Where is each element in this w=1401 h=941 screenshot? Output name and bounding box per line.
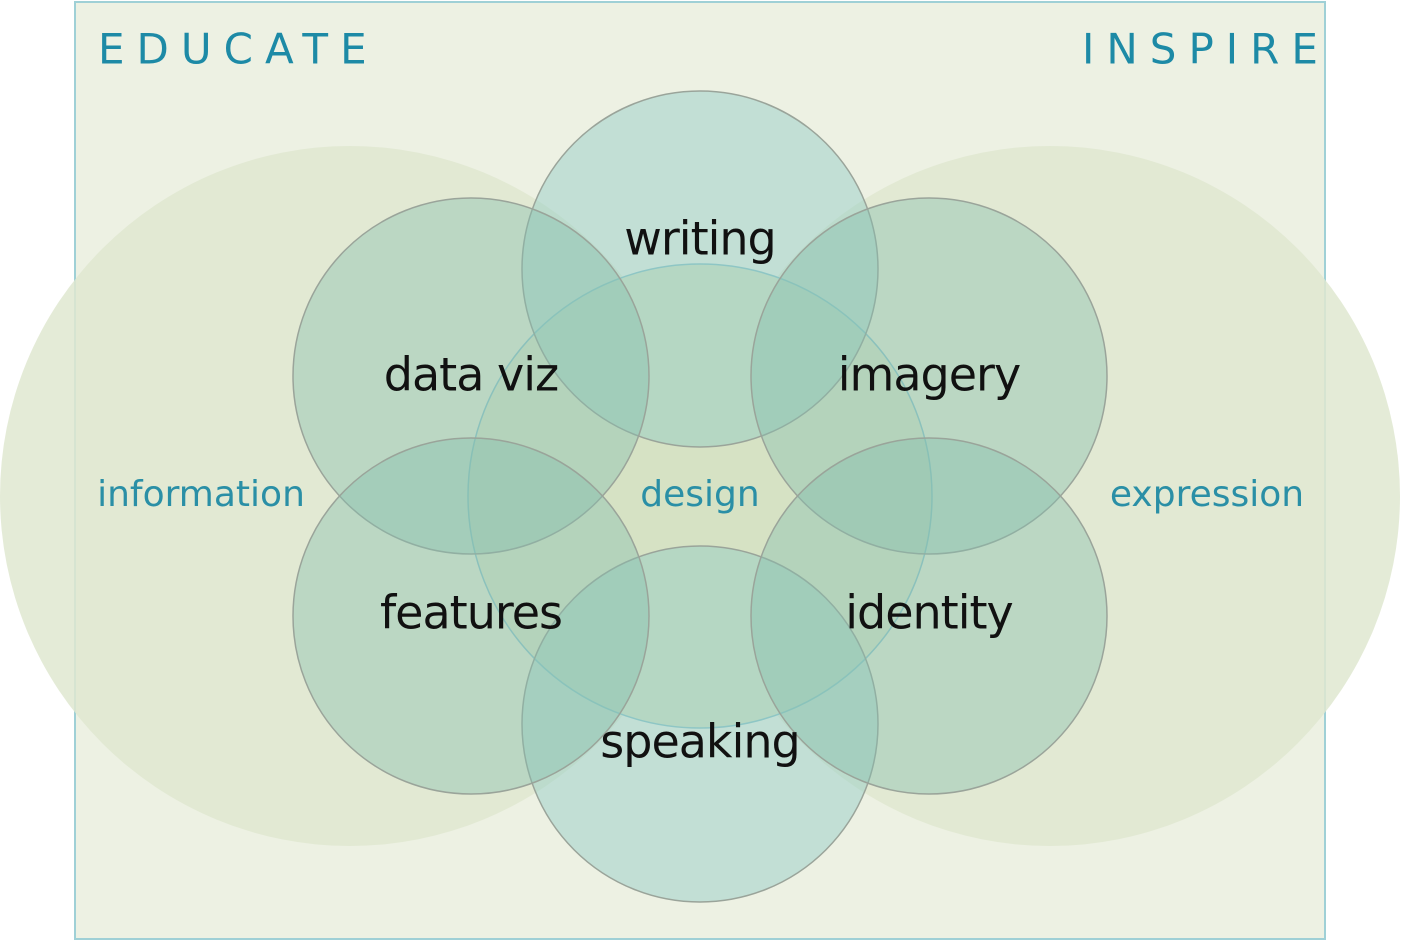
information-ellipse [0,146,700,846]
design-circle [467,263,933,729]
design-label: design [640,474,759,515]
identity-label: identity [845,586,1013,640]
information-label: information [97,474,305,515]
imagery-circle [750,197,1108,555]
identity-circle [750,437,1108,795]
features-label: features [380,586,562,640]
speaking-circle [521,545,879,903]
expression-label: expression [1110,474,1304,515]
imagery-label: imagery [838,348,1020,402]
speaking-label: speaking [600,715,799,769]
educate-heading: EDUCATE [98,25,379,74]
inspire-heading: INSPIRE [1082,25,1330,74]
features-circle [292,437,650,795]
data-viz-circle [292,197,650,555]
writing-circle [521,90,879,448]
data-viz-label: data viz [384,348,558,402]
writing-label: writing [624,212,775,266]
expression-ellipse [700,146,1400,846]
